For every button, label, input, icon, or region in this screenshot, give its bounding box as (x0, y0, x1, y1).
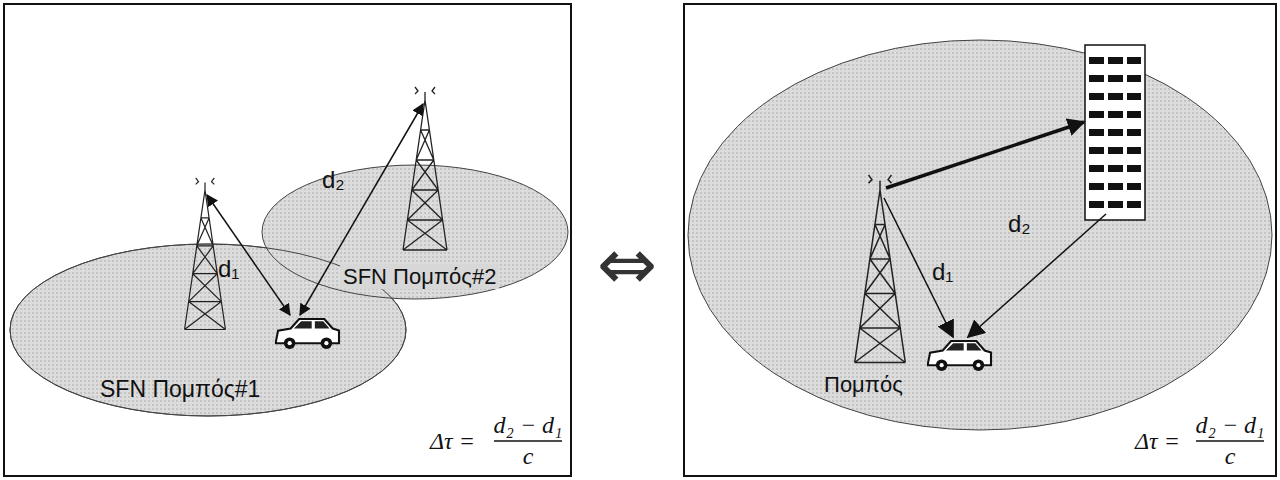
transmitter-label: SFN Πομπός#2 (340, 264, 499, 289)
signal-path (207, 195, 290, 315)
car-icon (928, 341, 991, 371)
signal-path (968, 214, 1106, 337)
formula-lhs: Δτ = (1135, 428, 1180, 456)
transmitter-tower (403, 87, 447, 250)
building-windows (1085, 52, 1145, 214)
equivalence-symbol: ⇔ (597, 228, 657, 300)
formula-denominator: c (1225, 443, 1236, 471)
distance-label: d₁ (932, 258, 953, 286)
car-icon (276, 319, 339, 349)
transmitter-tower (185, 178, 226, 330)
distance-label: d₁ (218, 255, 239, 283)
panel-frame: d₂ d₁ Πομπός Δτ = d₂ − d₁ c (683, 3, 1277, 477)
formula-lhs: Δτ = (430, 428, 475, 456)
fraction-bar (1196, 440, 1264, 441)
transmitter-label: SFN Πομπός#1 (100, 376, 260, 402)
signal-path (886, 122, 1084, 188)
building (1085, 45, 1145, 220)
transmitter-tower (855, 175, 906, 362)
formula-numerator: d₂ − d₁ (494, 412, 563, 440)
signal-path (884, 198, 953, 337)
coverage-area (688, 40, 1272, 430)
panel-frame: d₂ d₁ SFN Πομπός#2SFN Πομπός#1 Δτ = d₂ − d₁ c (3, 3, 572, 477)
formula-numerator: d₂ − d₁ (1196, 412, 1265, 440)
formula-denominator: c (523, 443, 534, 471)
fraction-bar (494, 440, 562, 441)
transmitter-label: Πομπός (824, 372, 903, 397)
distance-label: d₂ (1008, 210, 1031, 238)
distance-label: d₂ (322, 166, 345, 194)
